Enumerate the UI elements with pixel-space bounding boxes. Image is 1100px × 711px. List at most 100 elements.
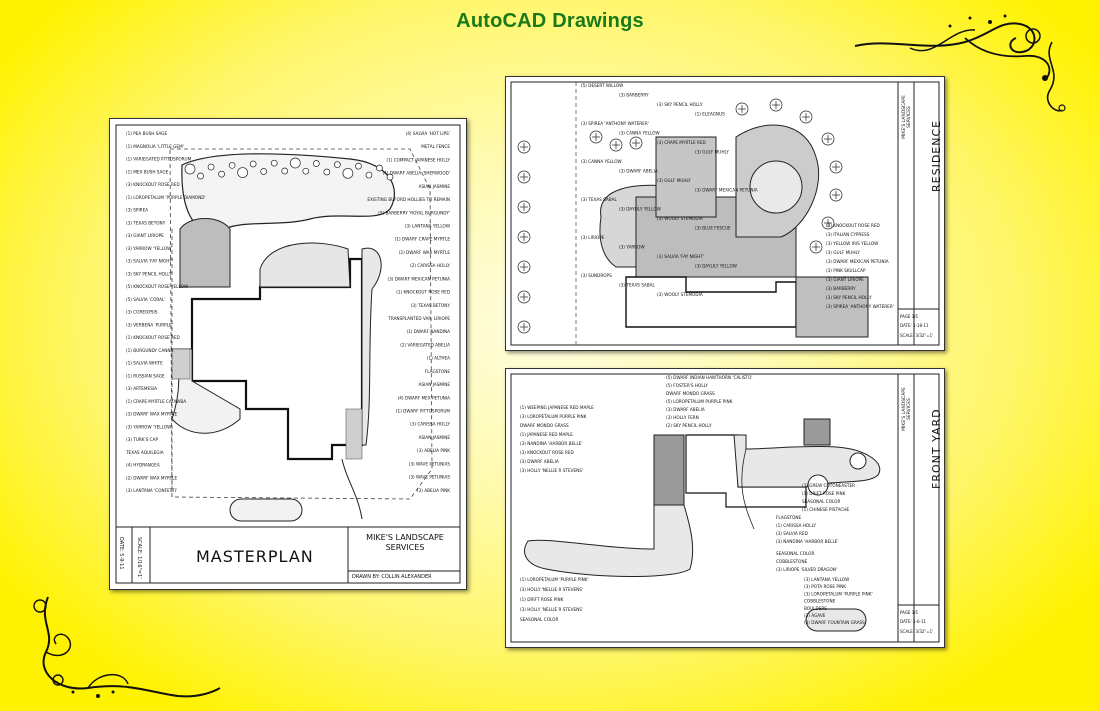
shrub-symbol [207, 163, 215, 171]
masterplan-plant-label: (3) VERBENA 'PURPLE' [126, 322, 173, 327]
front-yard-plant-label: COBBLESTONE [804, 599, 836, 604]
masterplan-plant-label: (2) DWARF WAX MYRTLE [399, 250, 451, 255]
front-yard-plant-label: (1) DRIFT ROSE PINK [802, 491, 846, 496]
page-title: AutoCAD Drawings [456, 10, 644, 32]
front-yard-plant-label: BOULDERS [804, 606, 827, 611]
masterplan-plant-label: (3) TEXAS BETONY [411, 303, 451, 308]
residence-plant-label: (3) GULF MUHLY [826, 250, 860, 255]
front-yard-plant-label: (3) DWARF FOUNTAIN GRASS [804, 620, 865, 625]
front-yard-plant-label: COBBLESTONE [776, 559, 808, 564]
front-yard-plant-label: SEASONAL COLOR [776, 551, 814, 556]
residence-plant-label: (3) GULF MUHLY [695, 150, 729, 155]
residence-drawing-sheet: (5) DESERT WILLOW(3) BARBERRY(3) SKY PEN… [505, 76, 945, 351]
masterplan-plant-label: (1) MAGNOLIA 'LITTLE GEM' [126, 144, 184, 149]
residence-plant-label: (3) WOOLY STEMODIA [657, 216, 703, 221]
residence-plant-label: (1) ELEAGNUS [695, 112, 725, 117]
shrub-symbol [376, 164, 383, 172]
front-yard-plant-label: (3) DWARF ABELIA [520, 459, 559, 464]
masterplan-plant-label: (5) BARBERRY 'ROYAL BURGUNDY' [378, 210, 450, 215]
masterplan-plant-label: (4) HYDRANGEA [126, 463, 160, 468]
residence-plant-label: (3) BARBERRY [826, 286, 856, 291]
shrub-symbol [184, 163, 196, 175]
front-yard-plant-label: (3) LOROPETALUM 'PURPLE PINK' [804, 591, 873, 596]
shrub-symbol [334, 161, 341, 168]
shrub-symbol [289, 157, 301, 169]
front-yard-plant-label: (1) LOROPETALUM 'PURPLE PINK' [520, 577, 589, 582]
residence-plant-label: (3) SKY PENCIL HOLLY [657, 102, 703, 107]
masterplan-company: MIKE'S LANDSCAPE SERVICES [366, 533, 444, 552]
masterplan-scale: SCALE: 1/16"=1' [136, 537, 142, 579]
masterplan-plant-label: (3) GIANT LIRIOPE [126, 233, 164, 238]
masterplan-plant-label: (3) ABELIA PINK [417, 488, 450, 493]
front-yard-company: MIKE'S LANDSCAPE SERVICES [902, 387, 912, 431]
residence-plant-label: (3) CRAPE MYRTLE RED [657, 140, 706, 145]
masterplan-plant-label: (3) COREOPSIS [126, 310, 158, 315]
masterplan-plant-label: (1) MEX BUSH SAGE [126, 169, 169, 174]
masterplan-plant-label: (5) KNOCKOUT ROSE YELLOW [126, 284, 188, 289]
residence-plant-label: (3) DWARF MEXICAN PETUNIA [695, 188, 758, 193]
masterplan-drawing-sheet: (1) PEA BUSH SAGE(1) MAGNOLIA 'LITTLE GE… [109, 118, 467, 590]
masterplan-plant-label: (3) ARTEMESIA [126, 386, 157, 391]
residence-title: RESIDENCE [930, 119, 943, 192]
masterplan-plant-label: (3) WAVE PETUNIAS [409, 475, 451, 480]
masterplan-plant-label: (3) TEXAS BETONY [126, 220, 166, 225]
residence-plant-label: (3) SUNDROPS [581, 273, 612, 278]
masterplan-plant-label: (3) YARROW 'YELLOW' [126, 424, 172, 429]
masterplan-plant-label: (1) CRAPE MYRTLE CATAWBA [126, 399, 186, 404]
front-yard-drawing-sheet: (5) DWARF INDIAN HAWTHORN 'CALISTO'(5) F… [505, 368, 945, 648]
front-yard-plant-label: (1) WEEPING JAPANESE RED MAPLE [520, 405, 594, 410]
masterplan-plant-label: (1) LOROPETALUM 'PURPLE DIAMOND' [126, 195, 206, 200]
masterplan-plant-label: (3) TURK'S CAP [126, 437, 158, 442]
front-yard-scale: SCALE: 3/32"=1' [900, 629, 934, 634]
masterplan-plant-label: EXISTING BUFORD HOLLIES TO REMAIN [367, 197, 450, 202]
residence-plant-label: (3) YELLOW IRIS YELLOW [826, 241, 878, 246]
masterplan-plant-label: (1) ALTHEA [427, 356, 450, 361]
residence-plant-label: (3) SPIREA 'ANTHONY WATERER' [581, 121, 649, 126]
masterplan-plant-label: (3) CARISSA HOLLY [410, 422, 450, 427]
residence-plant-label: (3) DWARF ABELIA [619, 169, 658, 174]
residence-plant-label: (3) BLUE FESCUE [695, 226, 731, 231]
right-vertical-flourish-ornament [1046, 41, 1066, 112]
masterplan-plant-label: (1) BURGUNDY CANNA [126, 348, 173, 353]
residence-company: MIKE'S LANDSCAPE SERVICES [902, 95, 912, 139]
front-yard-plant-label: (1) CHINESE PISTACHE [802, 507, 849, 512]
front-yard-plant-label: (3) HOLLY FERN [666, 415, 699, 420]
shrub-symbol [355, 162, 362, 170]
masterplan-plant-label: (3) SALVIA 'FAY NIGHT' [126, 259, 173, 264]
shrub-symbol [323, 168, 331, 176]
masterplan-plant-label: (3) WAVE PETUNIAS [409, 461, 451, 466]
front-yard-date: DATE: 5-6-11 [900, 619, 927, 624]
front-yard-plant-label: (3) POTA ROSE PINK [804, 584, 846, 589]
masterplan-drawn-by: DRAWN BY: COLLIN ALEXANDER [352, 574, 432, 580]
residence-plant-label: (3) SALVIA 'FAY NIGHT' [657, 254, 704, 259]
masterplan-plant-label: (1) KNOCKOUT ROSE RED [126, 335, 180, 340]
front-yard-plant-label: (3) HOLLY 'NELLIE R STEVENS' [520, 468, 583, 473]
masterplan-plant-label: (3) ABELIA PINK [417, 448, 450, 453]
residence-plant-label: (3) CANNA YELLOW [619, 131, 660, 136]
shrub-symbol [270, 159, 278, 167]
top-right-flourish-ornament [854, 14, 1051, 81]
masterplan-plant-label: (1) VARIEGATED PITTOSPORUM [126, 157, 192, 162]
masterplan-plant-label: (1) RUSSIAN SAGE [126, 373, 165, 378]
front-yard-plant-label: SEASONAL COLOR [520, 617, 558, 622]
residence-plant-label: (3) SKY PENCIL HOLLY [826, 295, 872, 300]
masterplan-plant-label: (4) DWARF MEX PETUNIA [398, 395, 451, 400]
masterplan-plant-label: TRANSPLANTED VAR. LIRIOPE [387, 316, 450, 321]
residence-plant-label: (3) LIRIOPE [581, 235, 605, 240]
masterplan-plant-label: ASIAN JASMINE [419, 435, 451, 440]
front-yard-plant-label: (3) LIRIOPE 'SILVER DRAGON' [776, 567, 837, 572]
shrub-symbol [218, 170, 225, 178]
front-yard-plant-label: DWARF MONDO GRASS [520, 423, 569, 428]
masterplan-plant-label: (4) DWARF ABELIA 'SHERWOOD' [382, 171, 450, 176]
front-yard-plant-label: (1) DRIFT ROSE PINK [520, 597, 564, 602]
residence-scale: SCALE: 3/32"=1' [900, 333, 934, 338]
masterplan-plant-label: (3) LANTANA YELLOW [405, 224, 450, 229]
masterplan-plant-label: (4) SALVIA 'HOT LIPS' [406, 131, 450, 136]
residence-plant-label: (3) YARROW [619, 245, 645, 250]
masterplan-plant-label: (5) SALVIA 'CORAL' [126, 297, 166, 302]
residence-plant-label: (3) SPIREA 'ANTHONY WATERER' [826, 304, 894, 309]
masterplan-plant-label: FLAGSTONE [425, 369, 451, 374]
residence-plant-label: (3) GIANT LIRIOPE [826, 277, 864, 282]
residence-plant-label: (3) TEXAS SABAL [581, 197, 618, 202]
shrub-symbol [386, 173, 394, 181]
